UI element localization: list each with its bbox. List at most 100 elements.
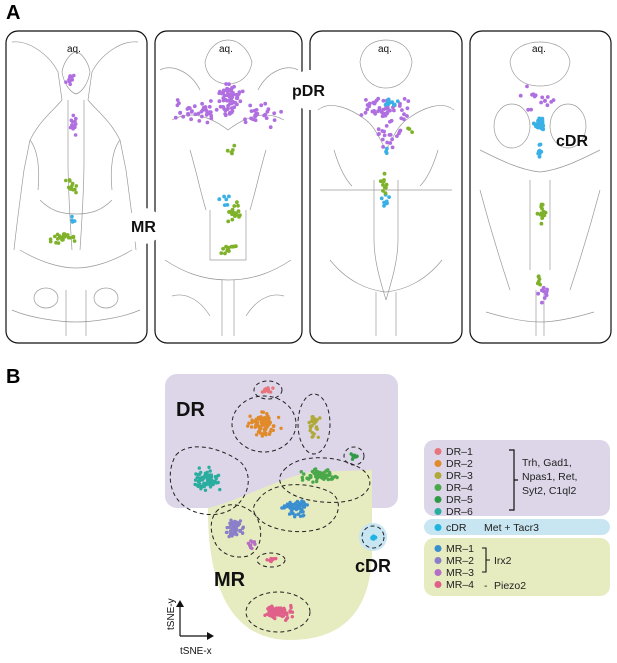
mr-2-dot xyxy=(227,534,231,539)
purple-cell-dot xyxy=(225,98,230,103)
mr-2-dot xyxy=(238,529,242,533)
mr-4-dot xyxy=(288,609,292,613)
mr-1-dot xyxy=(299,510,303,514)
legend-cdr-box xyxy=(424,519,610,535)
dr-3-dot xyxy=(310,424,314,428)
legend-dr-6-swatch xyxy=(434,508,442,515)
green-cell-dot xyxy=(48,239,53,244)
purple-cell-dot xyxy=(221,105,226,109)
green-cell-dot xyxy=(55,232,60,237)
purple-cell-dot xyxy=(199,109,204,114)
green-cell-dot xyxy=(381,183,385,187)
mr-1-dot xyxy=(295,506,299,510)
purple-cell-dot xyxy=(395,134,399,139)
purple-cell-dot xyxy=(193,112,198,117)
purple-cell-dot xyxy=(376,127,381,132)
dr-4-dot xyxy=(306,477,311,481)
dr-4-dot xyxy=(300,478,305,482)
legend-mr-4-label: MR–4 xyxy=(446,579,474,591)
dr-4-dot xyxy=(317,472,322,477)
green-cell-dot xyxy=(66,185,71,190)
legend-dr-1-swatch xyxy=(434,448,442,455)
purple-cell-dot xyxy=(217,99,222,104)
purple-cell-dot xyxy=(175,98,180,102)
dr-3-dot xyxy=(312,421,316,426)
purple-cell-dot xyxy=(536,291,541,296)
mr-1-dot xyxy=(302,513,306,517)
purple-cell-dot xyxy=(230,99,235,104)
purple-cell-dot xyxy=(272,118,277,122)
dr-6-dot xyxy=(196,479,201,484)
mr-4-dot xyxy=(265,612,269,616)
purple-cell-dot xyxy=(365,103,370,107)
purple-cell-dot xyxy=(237,90,242,95)
purple-cell-dot xyxy=(68,79,73,83)
dr-6-dot xyxy=(198,482,202,486)
mr-2-dot xyxy=(225,525,229,530)
dr-6-dot xyxy=(202,482,207,486)
purple-cell-dot xyxy=(243,120,248,125)
dr-3-dot xyxy=(307,420,311,425)
mr-2-dot xyxy=(240,531,245,535)
purple-cell-dot xyxy=(268,125,273,130)
blue-cell-dot xyxy=(222,194,227,199)
mr-4-dot xyxy=(282,606,286,610)
cdr-dot xyxy=(370,536,375,541)
dr-4-dot xyxy=(327,471,331,475)
mr-4-dot xyxy=(271,606,275,610)
dr-2-dot xyxy=(246,424,250,428)
legend-mr4-dash: - xyxy=(484,580,488,592)
section-2 xyxy=(154,30,303,344)
legend-cdr-label: cDR xyxy=(446,522,467,534)
purple-cell-dot xyxy=(232,105,237,110)
dr-4-dot xyxy=(326,468,330,472)
mr-region-bg xyxy=(208,470,372,640)
aqueduct-label-4: aq. xyxy=(532,44,546,55)
purple-cell-dot xyxy=(224,89,229,93)
purple-cell-dot xyxy=(398,128,403,133)
dr-3-dot xyxy=(315,427,319,431)
blue-cell-dot xyxy=(537,148,542,153)
green-cell-dot xyxy=(538,282,542,287)
green-cell-dot xyxy=(535,211,540,216)
dr-6-dot xyxy=(212,480,216,484)
dr-1-dot xyxy=(266,386,270,390)
mr-2-dot xyxy=(238,519,243,523)
dr-6-dot xyxy=(208,469,212,473)
dr-3-dot xyxy=(308,428,312,433)
purple-cell-dot xyxy=(175,103,180,108)
tsne-plot: DR MR cDR tSNE-x tSNE-y xyxy=(165,374,398,657)
dr-2-dot xyxy=(256,415,261,420)
purple-cell-dot xyxy=(73,119,77,124)
green-cell-dot xyxy=(219,251,224,256)
green-cell-dot xyxy=(236,203,240,208)
green-cell-dot xyxy=(540,206,544,211)
purple-cell-dot xyxy=(400,108,404,112)
dr-2-dot xyxy=(249,425,254,429)
mr-section-label: MR xyxy=(131,219,156,236)
purple-cell-dot xyxy=(189,117,194,122)
green-cell-dot xyxy=(407,127,412,131)
dr-2-dot xyxy=(262,417,266,422)
cdr-section-label: cDR xyxy=(556,133,588,150)
purple-cell-dot xyxy=(539,100,543,105)
dr-2-dot xyxy=(279,426,283,430)
purple-cell-dot xyxy=(232,84,237,89)
dr-6-dot xyxy=(205,470,209,475)
green-cell-dot xyxy=(382,178,386,182)
dr-4-dot xyxy=(299,470,303,474)
mr-4-dot xyxy=(271,609,275,614)
brain-sections xyxy=(5,30,612,344)
purple-cell-dot xyxy=(382,129,386,134)
blue-cell-dot xyxy=(395,99,400,104)
mr-2-dot xyxy=(234,525,238,529)
cdr-dot xyxy=(373,535,378,540)
dr-6-dot xyxy=(199,487,203,491)
dr-6-dot xyxy=(203,488,208,492)
purple-cell-dot xyxy=(186,111,190,116)
dr-3-dot xyxy=(315,418,319,422)
dr-6-dot xyxy=(209,475,214,479)
purple-cell-dot xyxy=(200,114,204,119)
dr-2-dot xyxy=(260,410,264,414)
purple-cell-dot xyxy=(207,104,212,109)
